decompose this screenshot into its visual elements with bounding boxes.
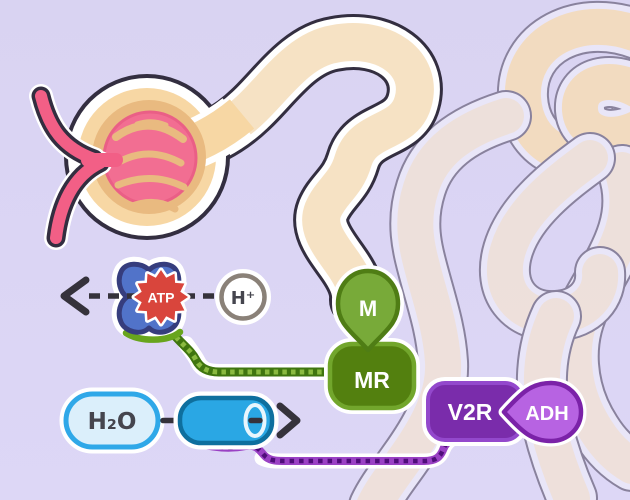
arterioles	[29, 84, 123, 250]
mr-label: MR	[354, 367, 390, 393]
water-pill	[63, 391, 161, 450]
proton-circle	[219, 273, 267, 321]
v2r-label: V2R	[448, 399, 493, 425]
proton-ion: H⁺	[215, 269, 271, 325]
proximal-tubule	[147, 14, 443, 328]
m-label: M	[359, 296, 377, 321]
mr-receptor-complex: M MR	[324, 265, 420, 414]
aquaporin-channel	[160, 391, 301, 450]
adh-label: ADH	[525, 403, 568, 425]
bowmans-capsule	[29, 74, 255, 250]
glomerulus	[102, 110, 198, 213]
left-arrow-head	[60, 276, 90, 316]
atp-starburst	[131, 267, 191, 327]
atp-label: ATP	[148, 290, 175, 306]
green-line-under-pump	[122, 328, 184, 343]
v2r-receptor-complex: V2R ADH	[422, 377, 587, 447]
adh-hormone-pin	[501, 380, 584, 444]
faded-tubule-top-right-loop	[497, 0, 630, 182]
green-signal-line	[165, 325, 344, 380]
atp-pump: ATP	[60, 256, 214, 343]
channel-opening	[243, 403, 267, 438]
right-arrow-head	[276, 402, 301, 439]
water-label: H₂O	[88, 409, 137, 435]
water-molecule: H₂O	[59, 387, 165, 454]
proton-label: H⁺	[231, 288, 256, 309]
m-hormone-pin	[335, 268, 401, 353]
